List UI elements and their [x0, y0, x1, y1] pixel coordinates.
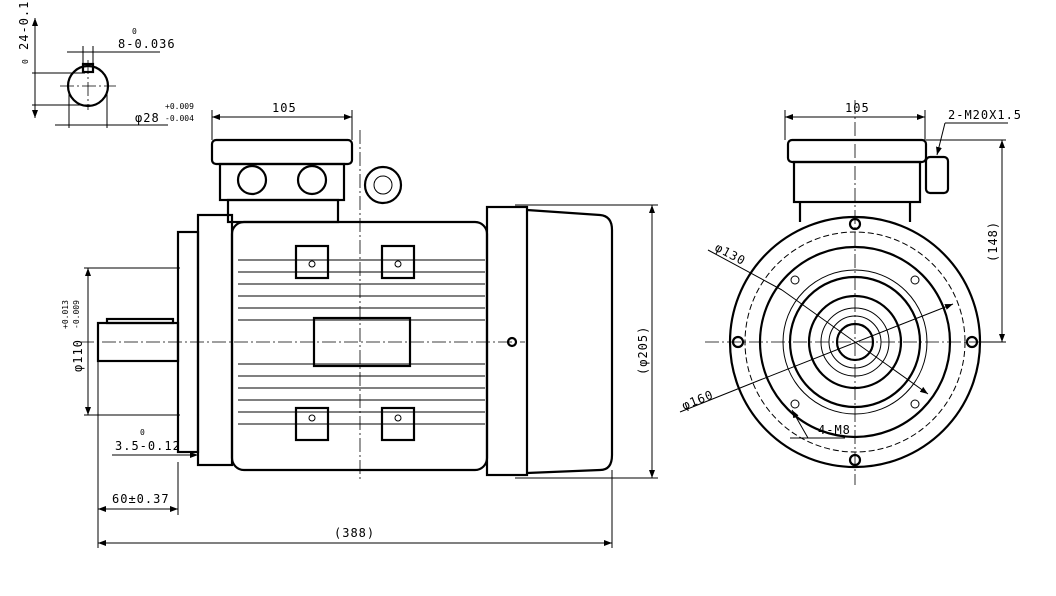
overall-length-label: (388)	[334, 526, 375, 540]
box-width-label: 105	[272, 101, 297, 115]
keyway-width-tol: 0	[132, 27, 137, 36]
keyway-depth-tol: 0	[21, 59, 30, 64]
center-height-label: (148)	[986, 221, 1000, 262]
end-view: 105 2-M20X1.5 (148) φ130 φ160 4-M8	[679, 100, 1022, 485]
spigot-diameter-label: φ110	[71, 339, 85, 372]
spigot-depth-label: 3.5-0.12	[115, 439, 181, 453]
pcd-inner-label: φ130	[713, 240, 749, 268]
cable-gland-label: 2-M20X1.5	[948, 108, 1022, 122]
cooling-fins	[238, 259, 485, 425]
keyway-depth-label: 24-0.1	[17, 1, 31, 50]
holes-label: 4-M8	[818, 423, 851, 437]
spigot-tol-upper: +0.013	[61, 300, 70, 329]
spigot-depth-tol: 0	[140, 428, 145, 437]
spigot-tol-lower: -0.009	[72, 300, 81, 329]
overall-height-label: (φ205)	[636, 326, 650, 375]
shaft-length-label: 60±0.37	[112, 492, 170, 506]
side-view: 105 φ110 +0.013 -0.009 3.5-0.12 0 60±0.3…	[61, 101, 658, 548]
keyway-section-detail: 24-0.1 0 8-0.036 0 φ28 +0.009 -0.004	[17, 1, 194, 128]
shaft-tol-upper: +0.009	[165, 102, 194, 111]
keyway-width-label: 8-0.036	[118, 37, 176, 51]
shaft-diameter-label: φ28	[135, 111, 160, 125]
end-box-width-label: 105	[845, 101, 870, 115]
pcd-outer-label: φ160	[680, 387, 716, 412]
shaft-tol-lower: -0.004	[165, 114, 194, 123]
